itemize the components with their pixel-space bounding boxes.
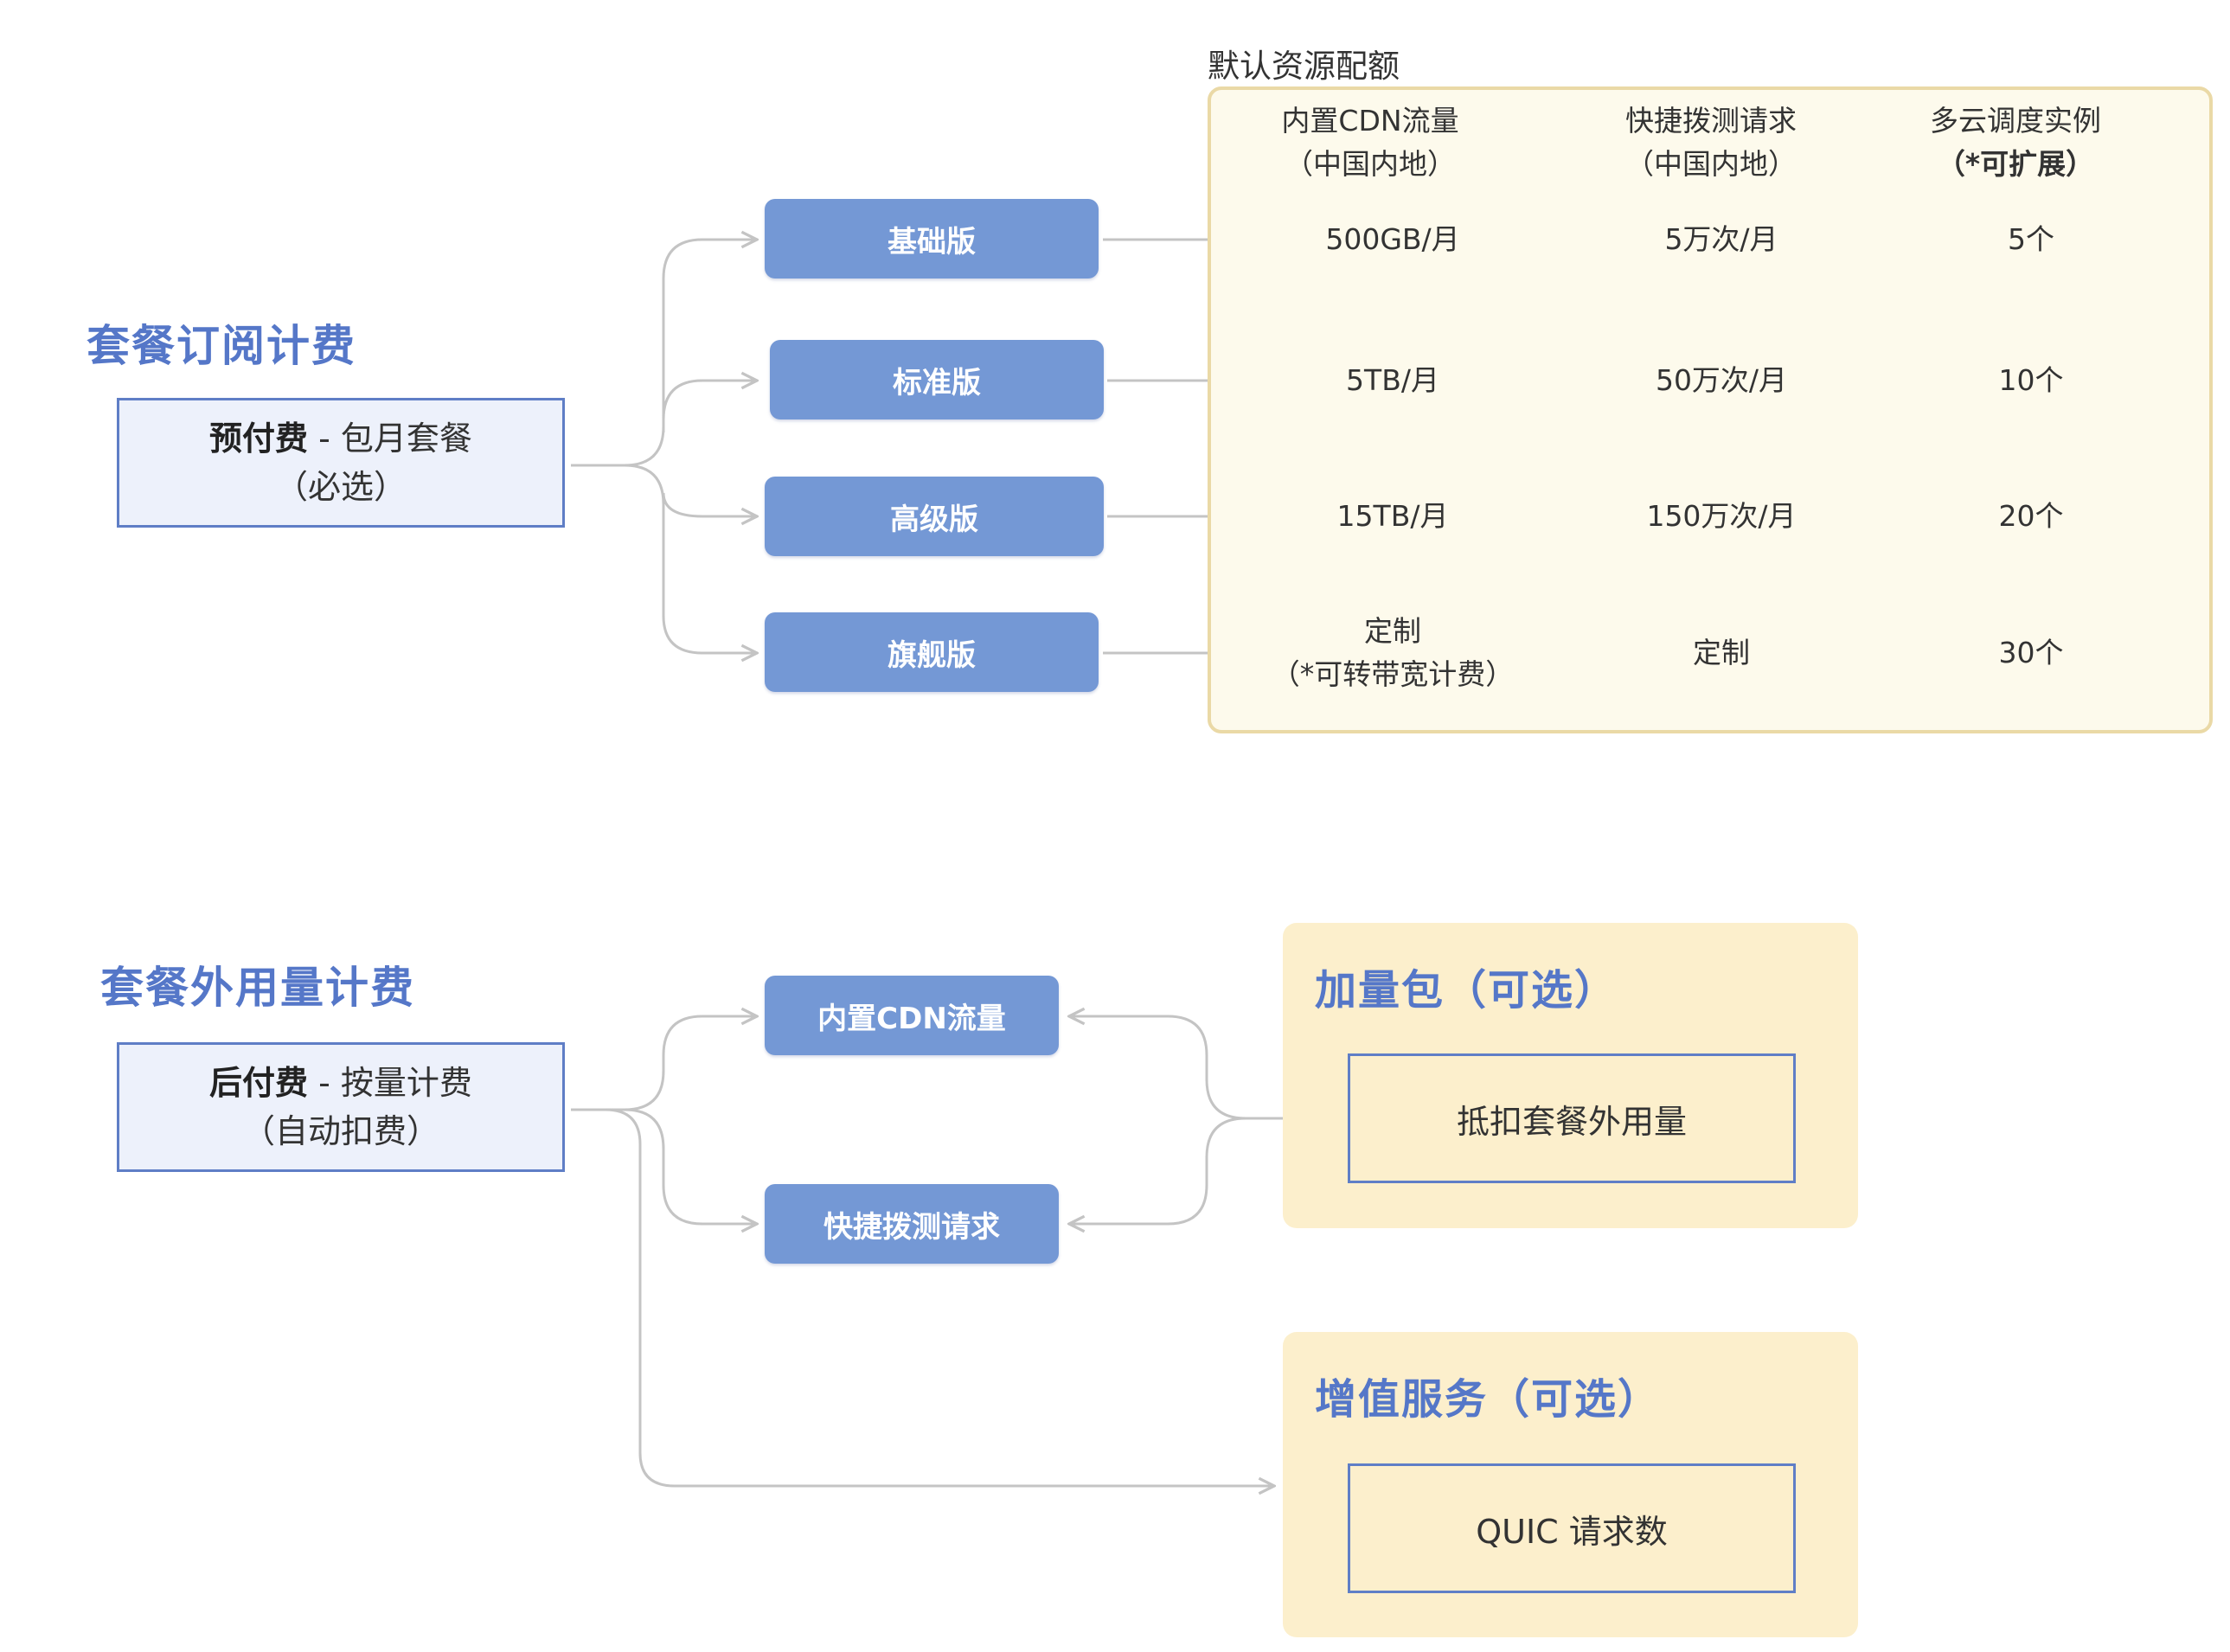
quota-header-cdn: 内置CDN流量 （中国内地） [1281, 99, 1458, 186]
quota-cell-probe-standard: 50万次/月 [1655, 363, 1788, 397]
quota-header-probe: 快捷拨测请求 （中国内地） [1625, 99, 1797, 186]
quota-header-probe-line1: 快捷拨测请求 [1625, 104, 1797, 138]
quota-cell-instances-basic: 5个 [2008, 222, 2054, 256]
postpaid-auto-deduct: （自动扣费） [241, 1112, 439, 1150]
postpaid-box: 后付费 - 按量计费 （自动扣费） [117, 1042, 565, 1172]
usage-item-cdn: 内置CDN流量 [765, 976, 1059, 1055]
quota-header-probe-line2: （中国内地） [1625, 147, 1797, 181]
quota-cell-cdn-flagship-note: （*可转带宽计费） [1271, 657, 1515, 691]
postpaid-plan: - 按量计费 [308, 1064, 472, 1102]
quota-panel [1208, 86, 2213, 733]
postpaid-label: 后付费 [209, 1064, 309, 1102]
quota-header-cdn-line1: 内置CDN流量 [1281, 104, 1459, 138]
quota-header-instances-line1: 多云调度实例 [1930, 104, 2101, 138]
quota-cell-instances-advanced: 20个 [1998, 499, 2064, 533]
prepaid-required: （必选） [274, 468, 407, 506]
quota-cell-cdn-flagship: 定制 （*可转带宽计费） [1272, 610, 1515, 696]
value-added-item: QUIC 请求数 [1348, 1463, 1796, 1593]
usage-title: 套餐外用量计费 [100, 963, 415, 1013]
tier-standard: 标准版 [770, 340, 1104, 419]
prepaid-plan: - 包月套餐 [308, 419, 472, 458]
quota-cell-instances-flagship: 30个 [1998, 636, 2064, 669]
tier-advanced: 高级版 [765, 477, 1104, 556]
addon-pack-title: 加量包（可选） [1315, 966, 1618, 1015]
quota-cell-probe-basic: 5万次/月 [1664, 222, 1778, 256]
usage-item-probe: 快捷拨测请求 [765, 1184, 1059, 1264]
quota-cell-probe-advanced: 150万次/月 [1646, 499, 1797, 533]
subscription-branches [571, 240, 757, 653]
tier-flagship: 旗舰版 [765, 612, 1099, 692]
prepaid-box-line1: 预付费 - 包月套餐 [209, 414, 472, 463]
addon-pack-item: 抵扣套餐外用量 [1348, 1053, 1796, 1183]
postpaid-box-line1: 后付费 - 按量计费 [209, 1059, 472, 1107]
quota-cell-cdn-flagship-value: 定制 [1364, 614, 1421, 648]
value-added-title: 增值服务（可选） [1315, 1375, 1662, 1424]
quota-header-cdn-line2: （中国内地） [1284, 147, 1456, 181]
quota-header-instances-line2: （*可扩展） [1936, 147, 2095, 181]
quota-cell-cdn-basic: 500GB/月 [1325, 222, 1460, 256]
quota-caption: 默认资源配额 [1208, 48, 1400, 85]
quota-header-instances: 多云调度实例 （*可扩展） [1930, 99, 2101, 186]
quota-cell-cdn-advanced: 15TB/月 [1336, 499, 1449, 533]
quota-cell-probe-flagship: 定制 [1693, 636, 1750, 669]
usage-branches [571, 1016, 1274, 1486]
quota-cell-cdn-standard: 5TB/月 [1346, 363, 1439, 397]
tier-basic: 基础版 [765, 199, 1099, 279]
prepaid-box: 预付费 - 包月套餐 （必选） [117, 398, 565, 528]
prepaid-label: 预付费 [209, 419, 309, 458]
subscription-title: 套餐订阅计费 [87, 321, 356, 371]
quota-cell-instances-standard: 10个 [1998, 363, 2064, 397]
addon-to-usage-lines [1069, 1016, 1339, 1224]
